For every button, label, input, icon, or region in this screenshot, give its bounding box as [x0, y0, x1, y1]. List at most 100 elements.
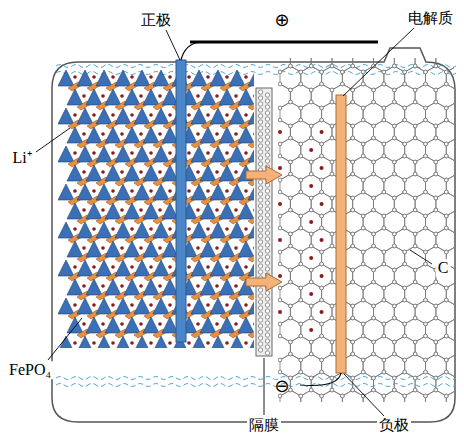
carbon-atom	[413, 196, 417, 200]
separator-pore	[265, 321, 269, 325]
phosphate-tetrahedron	[58, 260, 74, 276]
carbon-atom	[413, 100, 417, 104]
carbon-atom	[393, 64, 397, 68]
carbon-ring	[280, 138, 301, 162]
phosphate-tetrahedron	[210, 260, 226, 276]
carbon-atom	[320, 118, 324, 122]
carbon-ring	[290, 228, 311, 252]
carbon-atom	[434, 208, 438, 212]
phosphate-tetrahedron	[238, 317, 254, 333]
carbon-atom	[393, 376, 397, 380]
carbon-atom	[424, 106, 428, 110]
phosphate-tetrahedron	[96, 298, 112, 314]
carbon-atom	[309, 376, 313, 380]
carbon-ring	[405, 210, 426, 234]
carbon-ring	[363, 102, 384, 126]
lithium-ion	[244, 341, 248, 345]
carbon-atom	[444, 394, 448, 398]
carbon-atom	[299, 286, 303, 290]
lithium-ion	[253, 322, 254, 326]
carbon-atom	[393, 376, 397, 380]
carbon-atom	[330, 88, 334, 92]
carbon-atom	[424, 70, 428, 74]
carbon-atom	[278, 118, 282, 122]
carbon-ring	[394, 84, 415, 108]
carbon-atom	[309, 268, 313, 272]
carbon-atom	[278, 370, 282, 374]
carbon-atom	[289, 196, 293, 200]
carbon-atom	[372, 208, 376, 212]
phosphate-tetrahedron	[86, 127, 102, 143]
phosphate-tetrahedron	[229, 108, 245, 124]
carbon-atom	[434, 352, 438, 356]
carbon-atom	[372, 376, 376, 380]
carbon-ring	[405, 354, 426, 378]
carbon-ring	[415, 336, 436, 360]
separator-pore	[258, 186, 262, 190]
carbon-atom	[289, 244, 293, 248]
carbon-atom	[444, 106, 448, 110]
carbon-atom	[361, 178, 365, 182]
carbon-atom	[413, 172, 417, 176]
carbon-atom	[299, 154, 303, 158]
carbon-atom	[299, 370, 303, 374]
carbon-atom	[403, 262, 407, 266]
carbon-atom	[444, 286, 448, 290]
carbon-atom	[309, 160, 313, 164]
carbon-ring	[332, 372, 353, 396]
carbon-atom	[413, 136, 417, 140]
carbon-atom	[393, 316, 397, 320]
carbon-atom	[289, 196, 293, 200]
carbon-atom	[309, 304, 313, 308]
carbon-atom	[444, 334, 448, 338]
carbon-atom	[403, 358, 407, 362]
phosphate-tetrahedron	[134, 222, 150, 238]
leader-line	[410, 250, 432, 264]
carbon-atom	[424, 394, 428, 398]
carbon-atom	[424, 190, 428, 194]
carbon-atom	[330, 304, 334, 308]
carbon-atom	[320, 358, 324, 362]
carbon-atom	[361, 250, 365, 254]
lithium-ion	[196, 132, 200, 136]
carbon-atom	[393, 304, 397, 308]
carbon-atom	[299, 262, 303, 266]
leader-line	[48, 318, 82, 360]
carbon-ring	[353, 120, 374, 144]
separator-pore	[258, 270, 262, 274]
carbon-atom	[330, 304, 334, 308]
carbon-atom	[403, 334, 407, 338]
carbon-atom	[444, 394, 448, 398]
phosphate-tetrahedron	[248, 184, 254, 200]
carbon-atom	[382, 322, 386, 326]
carbon-atom	[351, 280, 355, 284]
carbon-atom	[434, 304, 438, 308]
carbon-atom	[382, 154, 386, 158]
material-label: FePO₄	[7, 361, 53, 379]
lithium-ion	[120, 132, 124, 136]
carbon-atom	[289, 64, 293, 68]
phosphate-tetrahedron	[200, 203, 216, 219]
phosphate-tetrahedron	[210, 146, 226, 162]
carbon-atom	[424, 142, 428, 146]
carbon-atom	[351, 304, 355, 308]
phosphate-tetrahedron	[77, 108, 93, 124]
phosphate-tetrahedron	[124, 203, 140, 219]
phosphate-tetrahedron	[191, 146, 207, 162]
carbon-atom	[330, 280, 334, 284]
phosphate-tetrahedron	[134, 298, 150, 314]
carbon-atom	[434, 352, 438, 356]
phosphate-tetrahedron	[115, 146, 131, 162]
carbon-atom	[289, 232, 293, 236]
carbon-atom	[299, 70, 303, 74]
carbon-atom	[434, 340, 438, 344]
lithium-ion	[215, 132, 219, 136]
carbon-atom	[434, 136, 438, 140]
carbon-atom	[382, 370, 386, 374]
lithium-ion	[168, 151, 172, 155]
carbon-ring	[436, 372, 454, 396]
carbon-ring	[353, 372, 374, 396]
separator-pore	[265, 123, 269, 127]
carbon-atom	[372, 316, 376, 320]
carbon-atom	[320, 358, 324, 362]
